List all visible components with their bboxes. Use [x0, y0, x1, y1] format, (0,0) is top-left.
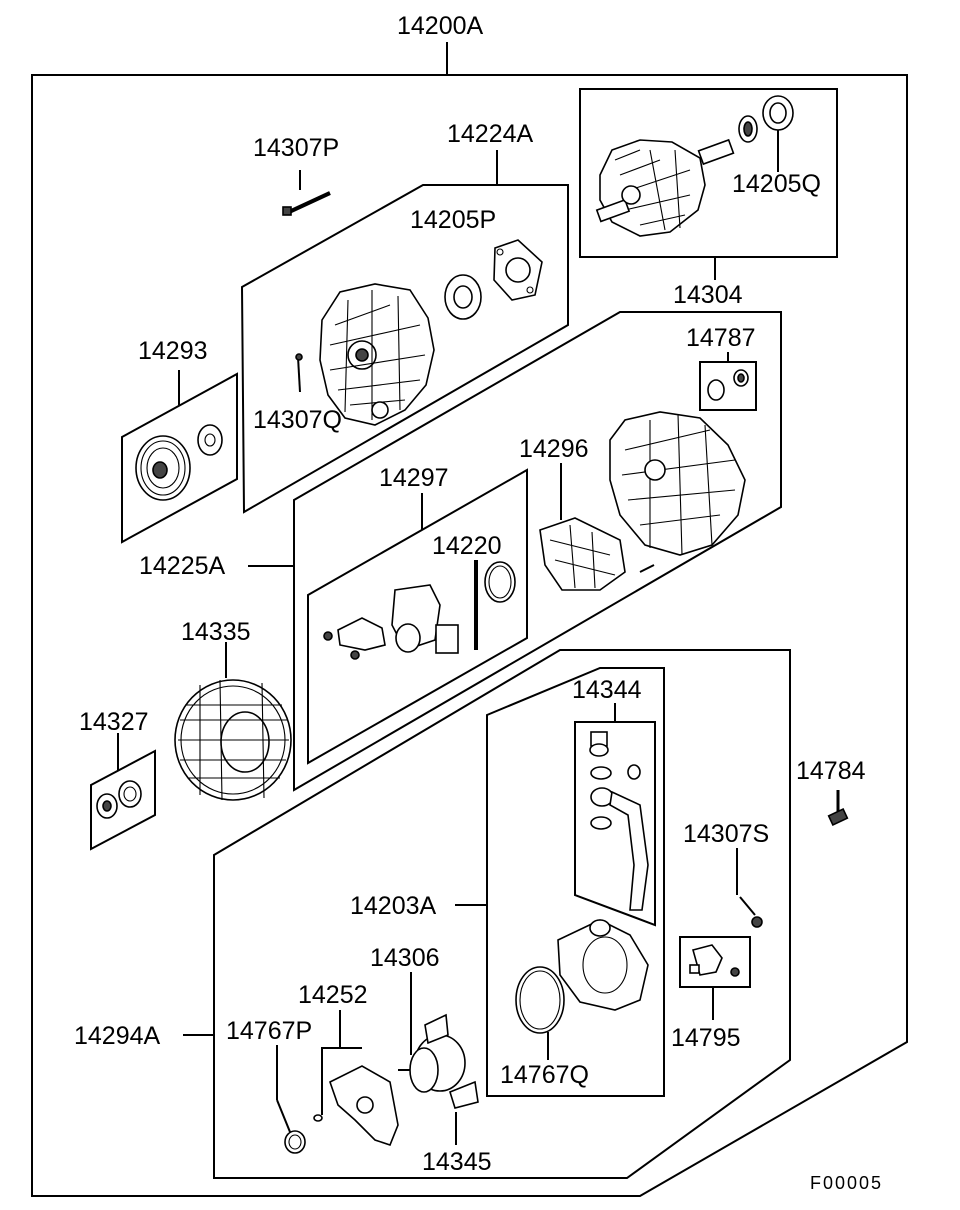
cover-plate-14252: [313, 1010, 399, 1146]
pulley-group-box: [121, 370, 238, 544]
label-14205P: 14205P: [410, 206, 496, 234]
assembly-frame-14200A: [31, 42, 908, 1197]
rotor-group-box: [579, 88, 838, 280]
label-14767Q: 14767Q: [500, 1061, 589, 1089]
terminal-subgroup-box-14344: [574, 703, 656, 927]
screw-14784: [827, 790, 849, 826]
front-housing-group-box: [240, 150, 569, 514]
rotor-part: [595, 95, 794, 237]
label-14205Q: 14205Q: [732, 170, 821, 198]
label-14203A: 14203A: [350, 892, 437, 920]
label-14294A: 14294A: [74, 1022, 161, 1050]
label-14307S: 14307S: [683, 820, 769, 848]
terminal-group-box-14203A: [455, 667, 665, 1097]
label-14252: 14252: [298, 981, 368, 1009]
label-14225A: 14225A: [139, 552, 226, 580]
brush-holder-group-box: [307, 468, 528, 765]
label-14335: 14335: [181, 618, 251, 646]
part-labels: 14200A 14307P 14224A 14205P 14205Q 14304…: [74, 12, 883, 1193]
label-14327: 14327: [79, 708, 149, 736]
label-14784: 14784: [796, 757, 866, 785]
pulley-part: [135, 424, 223, 501]
label-14220: 14220: [432, 532, 502, 560]
label-14296: 14296: [519, 435, 589, 463]
brush-holder-14306: [398, 972, 479, 1109]
label-14307Q: 14307Q: [253, 406, 342, 434]
terminal-parts: [589, 731, 649, 911]
figure-code: F00005: [810, 1173, 883, 1193]
front-housing-part: [295, 239, 543, 426]
brush-holder-part: [323, 560, 516, 660]
label-14344: 14344: [572, 676, 642, 704]
label-14307P: 14307P: [253, 134, 339, 162]
rear-cover-part: [515, 919, 649, 1060]
rear-housing-group-box: [248, 311, 782, 792]
rear-housing-part: [609, 411, 746, 573]
bolt-14307P: [282, 170, 331, 216]
label-14767P: 14767P: [226, 1017, 312, 1045]
rear-cover-group-box: [183, 649, 791, 1179]
oring-14767P: [276, 1045, 306, 1154]
screw-14307S: [736, 848, 763, 928]
bearing-14327-box: [90, 733, 156, 851]
label-14297: 14297: [379, 464, 449, 492]
label-14306: 14306: [370, 944, 440, 972]
regulator-14296: [539, 463, 626, 591]
stator-part: [174, 642, 292, 801]
label-14293: 14293: [138, 337, 208, 365]
terminal-block-14795-box: [679, 936, 751, 1020]
label-14304: 14304: [673, 281, 743, 309]
label-14345: 14345: [422, 1148, 492, 1176]
label-14795: 14795: [671, 1024, 741, 1052]
bearing-14787-box: [699, 352, 757, 411]
label-14200A: 14200A: [397, 12, 484, 40]
label-14224A: 14224A: [447, 120, 534, 148]
label-14787: 14787: [686, 324, 756, 352]
